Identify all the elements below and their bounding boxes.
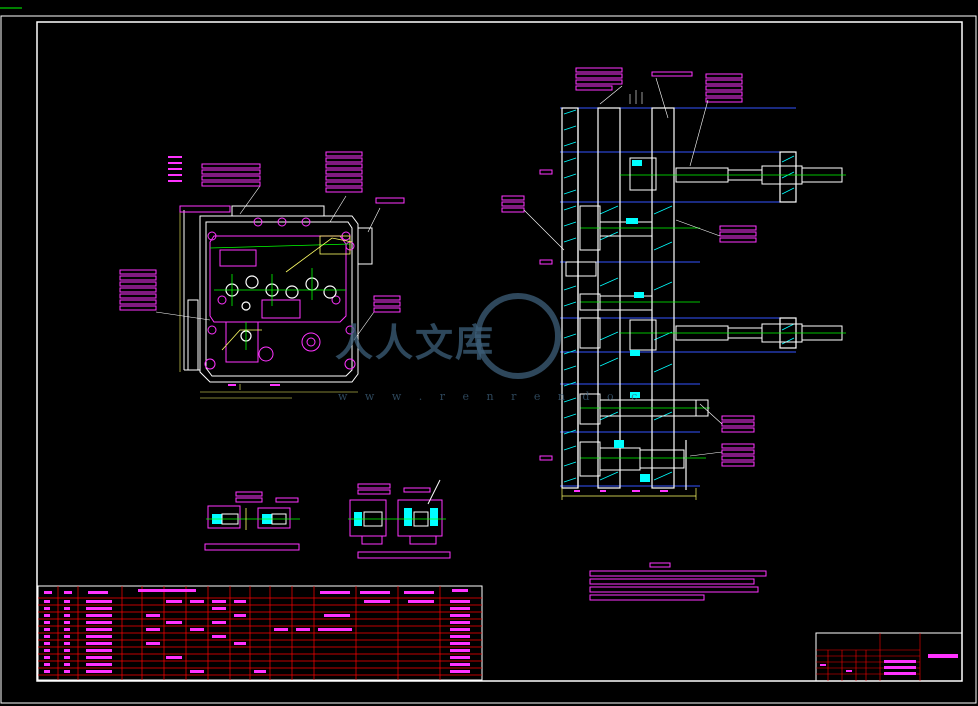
technical-notes bbox=[589, 562, 767, 601]
watermark-logo bbox=[475, 293, 561, 379]
section-detail-b bbox=[348, 479, 451, 559]
parts-list-table bbox=[37, 585, 483, 681]
drawing-frame bbox=[0, 15, 977, 704]
watermark-url: w w w . r e n r e n d o c bbox=[338, 390, 645, 403]
watermark-text: 人人文库 bbox=[335, 320, 496, 365]
fixture-plan-view bbox=[119, 151, 405, 399]
fixture-section-view bbox=[501, 67, 846, 500]
section-detail-a bbox=[204, 491, 300, 551]
title-block bbox=[815, 632, 963, 682]
